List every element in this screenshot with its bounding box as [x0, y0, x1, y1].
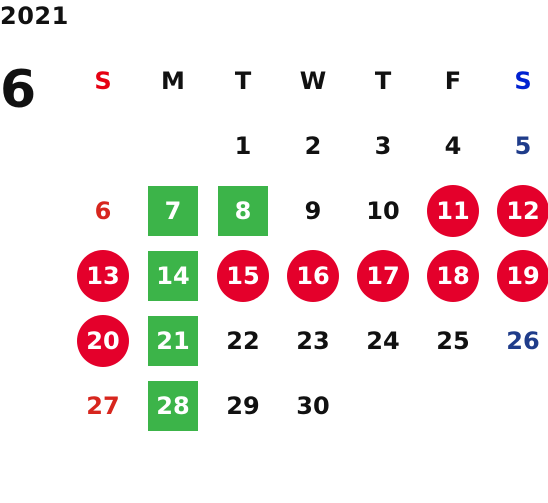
calendar-day-cell: 4: [418, 113, 488, 178]
calendar-day-cell: 25: [418, 308, 488, 373]
weekday-header-cell: M: [138, 48, 208, 113]
calendar-day-cell: [138, 113, 208, 178]
calendar-day-cell: 3: [348, 113, 418, 178]
calendar-day-number: 22: [226, 326, 260, 355]
calendar-day-number: 10: [366, 196, 400, 225]
calendar-day-cell: 24: [348, 308, 418, 373]
calendar-day-cell: [348, 373, 418, 438]
calendar-day-number: 30: [296, 391, 330, 420]
weekday-header-cell: T: [208, 48, 278, 113]
calendar-day-cell: 18: [418, 243, 488, 308]
weekday-header-cell: S: [68, 48, 138, 113]
calendar-day-cell: 22: [208, 308, 278, 373]
calendar-day-number: 5: [514, 131, 532, 160]
calendar-year: 2021: [0, 2, 69, 30]
calendar-day-cell: 2: [278, 113, 348, 178]
weekday-label: W: [299, 66, 327, 95]
calendar-day-number: 28: [148, 380, 198, 431]
calendar-day-cell: 26: [488, 308, 548, 373]
calendar-day-number: 9: [304, 196, 322, 225]
weekday-label: F: [444, 66, 462, 95]
calendar-day-cell: [488, 373, 548, 438]
calendar-week-row: 1 2 3 4 5: [68, 113, 548, 178]
calendar-day-cell: 11: [418, 178, 488, 243]
weekday-header-cell: W: [278, 48, 348, 113]
calendar-month: 6: [0, 60, 37, 120]
calendar-day-number: 24: [366, 326, 400, 355]
weekday-header-cell: T: [348, 48, 418, 113]
weekday-label: S: [514, 66, 532, 95]
calendar-day-cell: 12: [488, 178, 548, 243]
calendar-day-number: 29: [226, 391, 260, 420]
calendar-day-number: 15: [217, 249, 269, 302]
calendar-day-cell: 29: [208, 373, 278, 438]
weekday-label: T: [374, 66, 392, 95]
calendar-day-cell: 1: [208, 113, 278, 178]
calendar-day-cell: 8: [208, 178, 278, 243]
calendar-day-number: 3: [374, 131, 392, 160]
calendar-day-number: 8: [218, 185, 268, 236]
calendar-day-cell: 13: [68, 243, 138, 308]
calendar-day-cell: 21: [138, 308, 208, 373]
calendar-day-number: 23: [296, 326, 330, 355]
calendar-day-cell: 5: [488, 113, 548, 178]
weekday-label: M: [161, 66, 185, 95]
calendar-day-number: 26: [506, 326, 540, 355]
calendar-day-number: 12: [497, 184, 548, 237]
calendar-day-number: 6: [94, 196, 112, 225]
calendar-day-cell: 9: [278, 178, 348, 243]
weekday-header-cell: F: [418, 48, 488, 113]
calendar-day-cell: [68, 113, 138, 178]
calendar-day-number: 11: [427, 184, 479, 237]
calendar-day-cell: 28: [138, 373, 208, 438]
calendar-week-row: 20 21 22 23 24 25 26: [68, 308, 548, 373]
calendar-day-cell: 14: [138, 243, 208, 308]
calendar-day-number: 13: [77, 249, 129, 302]
calendar-day-cell: 23: [278, 308, 348, 373]
calendar-day-number: 2: [304, 131, 322, 160]
calendar-day-number: 20: [77, 314, 129, 367]
calendar-day-cell: 17: [348, 243, 418, 308]
calendar-day-number: 7: [148, 185, 198, 236]
calendar-day-number: 27: [86, 391, 120, 420]
calendar-day-number: 1: [234, 131, 252, 160]
weekday-label: T: [234, 66, 252, 95]
calendar-day-cell: 27: [68, 373, 138, 438]
weekday-header-cell: S: [488, 48, 548, 113]
calendar-day-cell: 19: [488, 243, 548, 308]
calendar-week-row: 13 14 15 16 17 18 19: [68, 243, 548, 308]
calendar-day-number: 17: [357, 249, 409, 302]
calendar-day-number: 18: [427, 249, 479, 302]
calendar-day-cell: [418, 373, 488, 438]
calendar-day-cell: 30: [278, 373, 348, 438]
calendar-day-number: 4: [444, 131, 462, 160]
calendar-day-cell: 16: [278, 243, 348, 308]
calendar-day-number: 19: [497, 249, 548, 302]
weekday-label: S: [94, 66, 112, 95]
calendar-day-number: 25: [436, 326, 470, 355]
calendar-day-cell: 7: [138, 178, 208, 243]
calendar-day-number: 21: [148, 315, 198, 366]
calendar-day-cell: 6: [68, 178, 138, 243]
calendar-day-cell: 15: [208, 243, 278, 308]
calendar-day-number: 14: [148, 250, 198, 301]
weekday-header-row: S M T W T F S: [68, 48, 548, 113]
calendar-day-number: 16: [287, 249, 339, 302]
calendar-day-cell: 20: [68, 308, 138, 373]
calendar-day-cell: 10: [348, 178, 418, 243]
calendar-week-row: 27 28 29 30: [68, 373, 548, 438]
